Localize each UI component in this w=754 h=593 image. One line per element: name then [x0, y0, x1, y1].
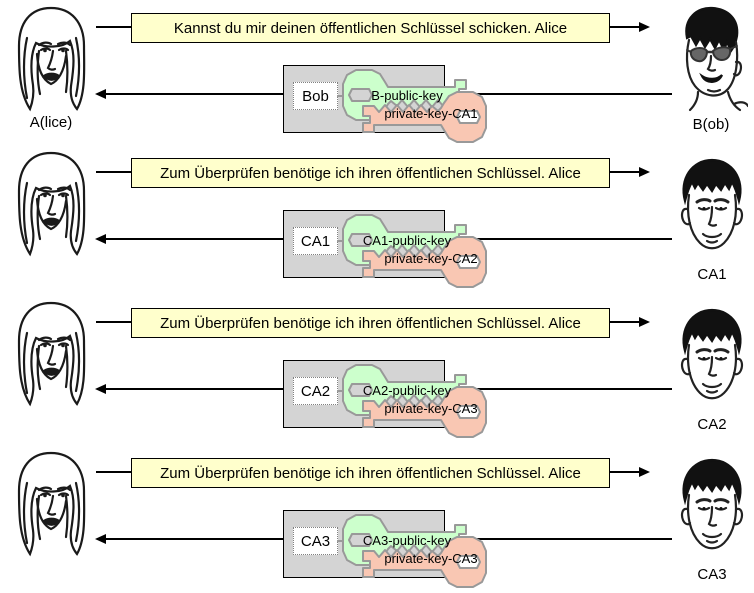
arrow-left-icon — [95, 234, 106, 244]
public-key-label: CA2-public-key — [362, 383, 452, 398]
message-box: Zum Überprüfen benötige ich ihren öffent… — [131, 158, 610, 188]
sender-label: A(lice) — [29, 114, 73, 131]
cert-owner-text: CA2 — [300, 382, 331, 400]
owner-key-connector — [337, 390, 346, 392]
ca-face-icon — [678, 457, 746, 557]
ca-face-icon — [678, 307, 746, 407]
arrow-left-icon — [95, 534, 106, 544]
public-key-label: CA3-public-key — [362, 533, 452, 548]
row-ca3: Zum Überprüfen benötige ich ihren öffent… — [0, 445, 754, 593]
private-key-label: private-key-CA1 — [384, 106, 478, 121]
receiver-label: CA1 — [697, 266, 727, 283]
row-bob: A(lice) Kannst du mir deinen öffentliche… — [0, 0, 754, 150]
row-ca2: Zum Überprüfen benötige ich ihren öffent… — [0, 295, 754, 445]
private-key-label: private-key-CA2 — [384, 251, 478, 266]
receiver-label: CA3 — [697, 566, 727, 583]
owner-key-connector — [337, 540, 346, 542]
cert-owner-text: CA3 — [300, 532, 331, 550]
arrow-left-icon — [95, 89, 106, 99]
cert-owner-box: Bob — [293, 82, 338, 110]
ca-face-icon — [678, 157, 746, 257]
alice-face-icon — [6, 299, 96, 407]
arrow-right-icon — [639, 167, 650, 177]
request-arrow-line-right — [610, 471, 639, 473]
request-arrow-line-left — [96, 26, 131, 28]
public-key-label: CA1-public-key — [362, 233, 452, 248]
receiver-label: B(ob) — [692, 116, 730, 133]
receiver-label: CA2 — [697, 416, 727, 433]
message-text: Zum Überprüfen benötige ich ihren öffent… — [160, 164, 581, 182]
owner-key-connector — [337, 95, 346, 97]
cert-owner-text: Bob — [302, 87, 329, 105]
cert-owner-box: CA2 — [293, 377, 338, 405]
arrow-left-icon — [95, 384, 106, 394]
message-box: Zum Überprüfen benötige ich ihren öffent… — [131, 458, 610, 488]
message-text: Zum Überprüfen benötige ich ihren öffent… — [160, 464, 581, 482]
bob-face-icon — [674, 4, 748, 112]
request-arrow-line-right — [610, 26, 639, 28]
request-arrow-line-left — [96, 171, 131, 173]
request-arrow-line-left — [96, 471, 131, 473]
alice-face-icon — [6, 449, 96, 557]
message-text: Kannst du mir deinen öffentlichen Schlüs… — [173, 19, 568, 37]
alice-face-icon — [6, 149, 96, 257]
arrow-right-icon — [639, 467, 650, 477]
message-text: Zum Überprüfen benötige ich ihren öffent… — [160, 314, 581, 332]
alice-face-icon — [6, 4, 96, 112]
public-key-label: B-public-key — [371, 88, 443, 103]
request-arrow-line-right — [610, 321, 639, 323]
request-arrow-line-left — [96, 321, 131, 323]
arrow-right-icon — [639, 22, 650, 32]
owner-key-connector — [337, 240, 346, 242]
arrow-right-icon — [639, 317, 650, 327]
cert-owner-text: CA1 — [300, 232, 331, 250]
cert-owner-box: CA3 — [293, 527, 338, 555]
message-box: Zum Überprüfen benötige ich ihren öffent… — [131, 308, 610, 338]
message-box: Kannst du mir deinen öffentlichen Schlüs… — [131, 13, 610, 43]
row-ca1: Zum Überprüfen benötige ich ihren öffent… — [0, 145, 754, 295]
private-key-label: private-key-CA3 — [384, 401, 478, 416]
cert-owner-box: CA1 — [293, 227, 338, 255]
request-arrow-line-right — [610, 171, 639, 173]
private-key-label: private-key-CA3 — [384, 551, 478, 566]
